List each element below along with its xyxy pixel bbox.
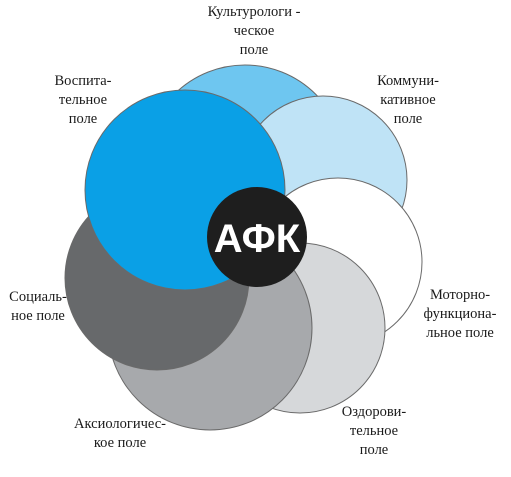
cultural-field-label-line: ческое — [233, 23, 275, 39]
motor-field-label-line: функциона- — [423, 306, 497, 322]
communicative-field-label-line: поле — [393, 111, 423, 127]
social-field-label: Социаль- ное поле — [0, 288, 76, 326]
social-field-label-line: Социаль- — [9, 289, 67, 305]
health-field-label-line: Оздорови- — [341, 404, 407, 420]
social-field-label-line: ное поле — [11, 308, 65, 324]
health-field-label-line: поле — [359, 442, 389, 458]
educational-field-label-line: тельное — [58, 92, 108, 108]
motor-field-label-line: Моторно- — [429, 287, 491, 303]
health-field-label: Оздорови- тельное поле — [320, 403, 428, 460]
motor-field-label: Моторно- функциона- льное поле — [412, 286, 508, 343]
cultural-field-label-line: Культурологи - — [207, 4, 301, 20]
afk-center-label: АФК — [214, 217, 301, 261]
afk-center-circle — [207, 187, 307, 287]
communicative-field-label: Коммуни- кативное поле — [358, 72, 458, 129]
axiological-field-label-line: Аксиологичес- — [74, 416, 166, 432]
educational-field-label: Воспита- тельное поле — [33, 72, 133, 129]
educational-field-label-line: поле — [68, 111, 98, 127]
communicative-field-label-line: Коммуни- — [377, 73, 439, 89]
communicative-field-label-line: кативное — [380, 92, 436, 108]
cultural-field-label: Культурологи - ческое поле — [195, 3, 313, 60]
axiological-field-label-line: кое поле — [93, 435, 147, 451]
health-field-label-line: тельное — [349, 423, 399, 439]
educational-field-label-line: Воспита- — [54, 73, 112, 89]
axiological-field-label: Аксиологичес- кое поле — [52, 415, 188, 453]
cultural-field-label-line: поле — [239, 42, 269, 58]
motor-field-label-line: льное поле — [426, 325, 494, 341]
